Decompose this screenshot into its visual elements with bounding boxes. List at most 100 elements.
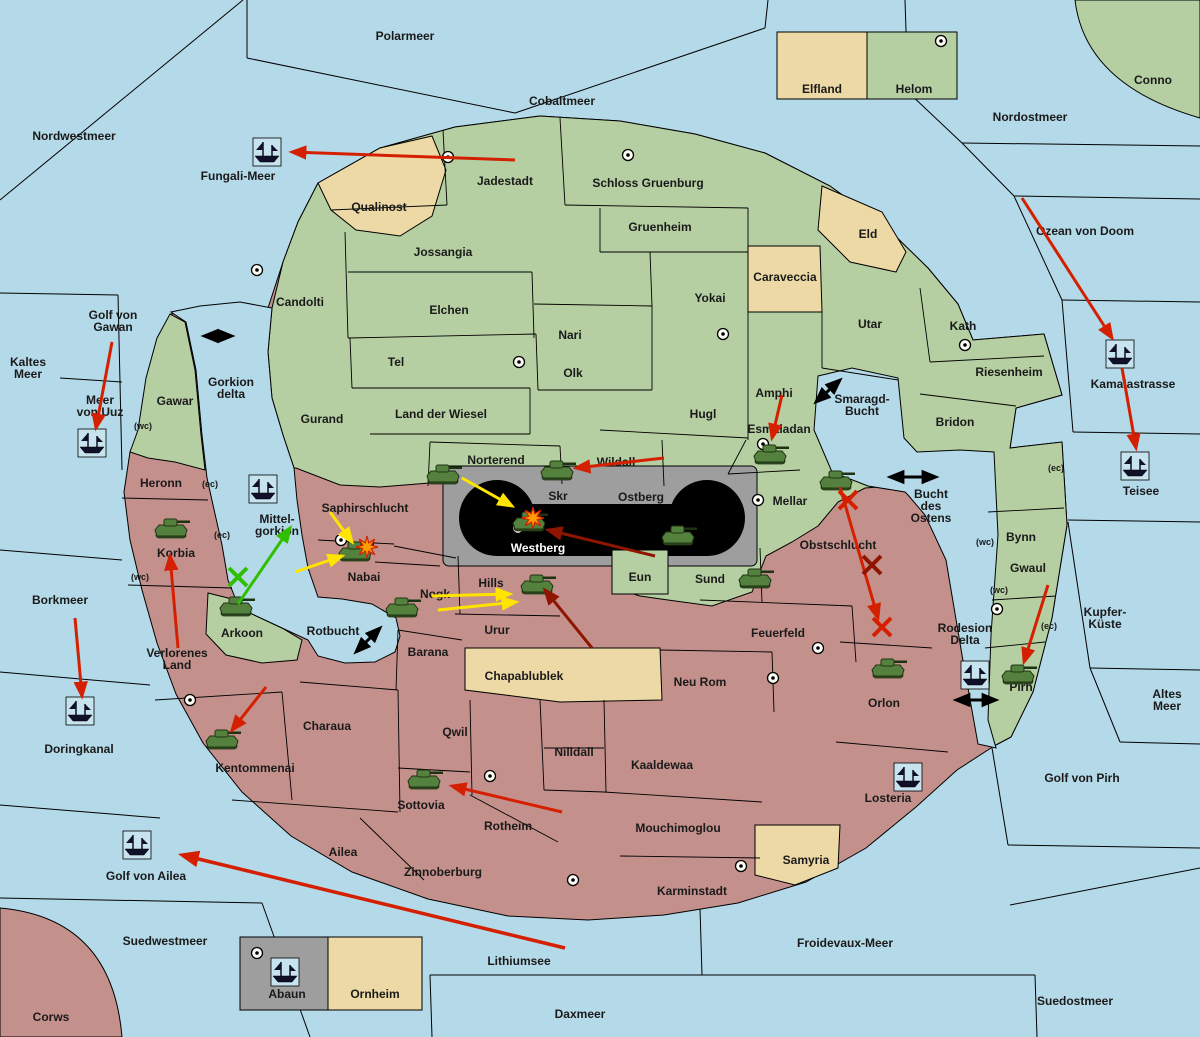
- label-kath: Kath: [950, 319, 977, 333]
- fleet-ship-icon[interactable]: [122, 830, 152, 860]
- label-barana: Barana: [408, 645, 449, 659]
- tank-hull: [738, 574, 772, 587]
- province-border: [727, 469, 801, 475]
- fleet-ship-icon[interactable]: [270, 957, 300, 987]
- sea-zone-border: [1013, 195, 1200, 200]
- army-tank-icon[interactable]: [426, 464, 462, 485]
- province-border: [603, 699, 607, 793]
- province-border: [127, 584, 233, 589]
- army-tank-icon[interactable]: [1001, 664, 1037, 685]
- province-border: [344, 231, 349, 339]
- legend-abaun-ornheim-right-cell: [327, 936, 423, 1011]
- label-gawar: Gawar: [157, 394, 194, 408]
- ship-sail: [252, 479, 259, 487]
- label-hugl: Hugl: [690, 407, 717, 421]
- army-tank-icon[interactable]: [407, 769, 443, 790]
- region-qualinost-region[interactable]: [317, 135, 447, 237]
- supply-center-dot: [334, 533, 348, 547]
- fleet-ship-icon[interactable]: [893, 762, 923, 792]
- tank-turret: [416, 769, 431, 778]
- dot-core: [739, 864, 743, 868]
- move-arrow-r: [91, 341, 114, 432]
- fleet-ship-icon[interactable]: [1105, 339, 1135, 369]
- tank-barrel: [543, 576, 556, 579]
- fleet-ship-icon[interactable]: [65, 696, 95, 726]
- label-lithiumsee: Lithiumsee: [487, 954, 551, 968]
- region-samyria-region[interactable]: [754, 824, 841, 886]
- label-nogk: Nogk: [420, 587, 450, 601]
- move-arrow-y: [461, 476, 516, 508]
- standoff-x-mark: [837, 489, 859, 511]
- region-eld-region[interactable]: [817, 185, 907, 273]
- move-arrow-r: [572, 456, 665, 474]
- label-abaun: Abaun: [268, 987, 305, 1001]
- label--wc-: (wc): [131, 572, 149, 582]
- fleet-ship-icon[interactable]: [77, 428, 107, 458]
- dot-core: [255, 268, 259, 272]
- ship-sail: [1125, 347, 1131, 353]
- ship-sail: [1140, 459, 1146, 465]
- province-border: [699, 599, 853, 607]
- region-chapablublek-region[interactable]: [464, 647, 663, 703]
- dot-core: [963, 343, 967, 347]
- fleet-ship-icon[interactable]: [252, 137, 282, 167]
- tank-barrel: [684, 527, 697, 530]
- label-mittel-: Mittel-gorkion: [255, 512, 299, 538]
- label-candolti: Candolti: [276, 295, 324, 309]
- strait-crossing-arrow: [353, 625, 383, 655]
- sea-zone-border: [1061, 299, 1074, 433]
- army-tank-icon[interactable]: [385, 597, 421, 618]
- province-border: [919, 393, 1017, 407]
- label-smaragd-: Smaragd-Bucht: [834, 392, 889, 418]
- legend-abaun-ornheim: [239, 936, 423, 1011]
- dot-core: [571, 878, 575, 882]
- army-tank-icon[interactable]: [154, 518, 190, 539]
- province-border: [349, 337, 353, 389]
- army-tank-icon[interactable]: [871, 658, 907, 679]
- move-arrow-d: [542, 587, 594, 649]
- move-arrow-r: [177, 850, 566, 950]
- water-smaragd-ostens-water[interactable]: [813, 367, 999, 749]
- province-border: [539, 699, 545, 791]
- army-tank-icon[interactable]: [219, 596, 255, 617]
- move-arrow-r: [229, 686, 268, 733]
- army-tank-icon[interactable]: [540, 460, 576, 481]
- supply-center-dot: [934, 34, 948, 48]
- supply-center-dot: [958, 338, 972, 352]
- sea-zone-border: [1089, 667, 1121, 743]
- move-arrow-r: [768, 394, 784, 442]
- ship-hull: [124, 848, 150, 856]
- tank-turret: [747, 568, 762, 577]
- army-tank-icon[interactable]: [661, 525, 697, 546]
- label-bynn: Bynn: [1006, 530, 1036, 544]
- ship-hull: [962, 678, 988, 686]
- move-arrow-r: [838, 486, 881, 622]
- province-border: [397, 767, 471, 773]
- province-border: [649, 251, 653, 307]
- army-tank-icon[interactable]: [819, 470, 855, 491]
- region-corws-island[interactable]: [0, 907, 123, 1037]
- region-gawar-peninsula[interactable]: [129, 313, 206, 471]
- region-eun[interactable]: [611, 549, 669, 595]
- army-tank-icon[interactable]: [753, 444, 789, 465]
- fleet-ship-icon[interactable]: [1120, 451, 1150, 481]
- move-arrow-y: [328, 511, 355, 545]
- label-ozean-von-doom: Ozean von Doom: [1036, 224, 1134, 238]
- province-border: [919, 287, 931, 363]
- fleet-ship-icon[interactable]: [960, 660, 990, 690]
- label-sund: Sund: [695, 572, 725, 586]
- sea-zone-border: [764, 0, 769, 29]
- supply-center-dot: [811, 641, 825, 655]
- army-tank-icon[interactable]: [738, 568, 774, 589]
- fleet-ship-icon[interactable]: [248, 474, 278, 504]
- sea-zone-border: [429, 974, 433, 1037]
- label-riesenheim: Riesenheim: [975, 365, 1042, 379]
- sea-zone-border: [1119, 741, 1200, 745]
- sea-zone-border: [1013, 195, 1063, 301]
- tank-barrel: [894, 660, 907, 663]
- label-urur: Urur: [484, 623, 510, 637]
